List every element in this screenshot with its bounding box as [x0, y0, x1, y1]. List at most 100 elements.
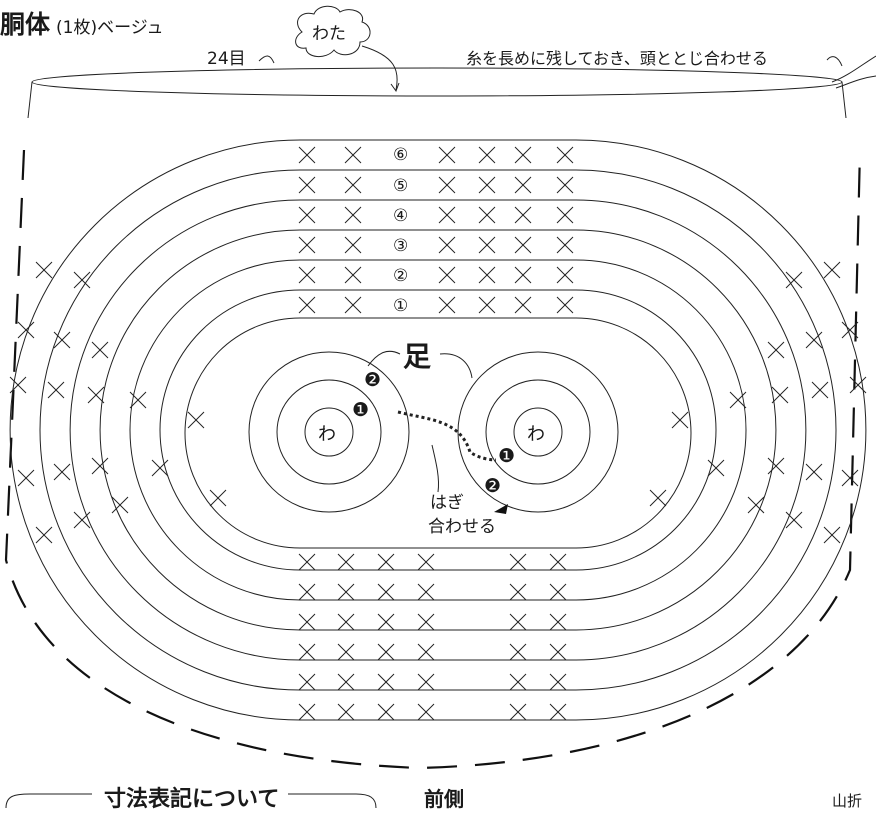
- single-crochet-mark: [344, 176, 362, 194]
- single-crochet-mark: [514, 176, 532, 194]
- single-crochet-mark: [509, 703, 527, 721]
- single-crochet-mark: [377, 673, 395, 691]
- single-crochet-mark: [377, 703, 395, 721]
- join-leader: [431, 444, 439, 493]
- single-crochet-mark: [805, 463, 823, 481]
- cloud-arrow: [361, 45, 398, 91]
- single-crochet-mark: [514, 146, 532, 164]
- single-crochet-mark: [53, 463, 71, 481]
- single-crochet-mark: [344, 236, 362, 254]
- single-crochet-mark: [514, 266, 532, 284]
- single-crochet-mark: [514, 236, 532, 254]
- right-leg-circles: [457, 351, 619, 513]
- single-crochet-mark: [209, 489, 227, 507]
- single-crochet-mark: [841, 469, 859, 487]
- round-outline: [184, 317, 692, 549]
- stitch-marks: [9, 146, 867, 721]
- single-crochet-mark: [438, 206, 456, 224]
- single-crochet-mark: [823, 261, 841, 279]
- top-right-edge: [841, 81, 847, 119]
- single-crochet-mark: [344, 206, 362, 224]
- single-crochet-mark: [91, 341, 109, 359]
- single-crochet-mark: [514, 206, 532, 224]
- single-crochet-mark: [671, 411, 689, 429]
- single-crochet-mark: [478, 266, 496, 284]
- single-crochet-mark: [337, 553, 355, 571]
- single-crochet-mark: [298, 266, 316, 284]
- single-crochet-mark: [805, 331, 823, 349]
- single-crochet-mark: [417, 553, 435, 571]
- round-outline: [39, 169, 837, 691]
- single-crochet-mark: [298, 176, 316, 194]
- single-crochet-mark: [785, 271, 803, 289]
- single-crochet-mark: [478, 236, 496, 254]
- right-marker-1: ❶: [498, 445, 515, 467]
- dimension-box-title: 寸法表記について: [104, 786, 279, 810]
- single-crochet-mark: [509, 553, 527, 571]
- round-number-3: ③: [393, 236, 408, 256]
- title-sub: (1枚)ベージュ: [56, 18, 164, 38]
- left-leg-circles: [248, 351, 410, 513]
- single-crochet-mark: [478, 146, 496, 164]
- single-crochet-mark: [298, 613, 316, 631]
- round-outline: [69, 199, 807, 661]
- leg-label: 足: [403, 340, 431, 373]
- single-crochet-mark: [438, 266, 456, 284]
- single-crochet-mark: [438, 296, 456, 314]
- single-crochet-mark: [438, 146, 456, 164]
- stitch-count-leader: [258, 55, 275, 64]
- fold-label: 山折: [832, 792, 862, 810]
- single-crochet-mark: [478, 206, 496, 224]
- single-crochet-mark: [298, 583, 316, 601]
- right-ring-label: わ: [527, 424, 545, 445]
- single-crochet-mark: [811, 381, 829, 399]
- single-crochet-mark: [747, 496, 765, 514]
- single-crochet-mark: [344, 146, 362, 164]
- single-crochet-mark: [298, 673, 316, 691]
- cloud-shape: [295, 5, 371, 57]
- single-crochet-mark: [771, 386, 789, 404]
- single-crochet-mark: [298, 296, 316, 314]
- single-crochet-mark: [17, 469, 35, 487]
- single-crochet-mark: [377, 553, 395, 571]
- round-outline: [9, 139, 867, 721]
- single-crochet-mark: [549, 613, 567, 631]
- single-crochet-mark: [129, 391, 147, 409]
- round-number-2: ②: [393, 266, 408, 286]
- single-crochet-mark: [417, 643, 435, 661]
- single-crochet-mark: [151, 459, 169, 477]
- round-outline: [159, 289, 717, 571]
- single-crochet-mark: [298, 553, 316, 571]
- yarn-note: 糸を長めに残しておき、頭ととじ合わせる: [466, 49, 768, 68]
- single-crochet-mark: [53, 331, 71, 349]
- right-marker-2: ❷: [484, 475, 501, 497]
- single-crochet-mark: [377, 583, 395, 601]
- left-marker-1: ❶: [352, 399, 369, 421]
- single-crochet-mark: [729, 391, 747, 409]
- round-number-5: ⑤: [393, 176, 408, 196]
- round-number-6: ⑥: [393, 145, 408, 165]
- single-crochet-mark: [556, 206, 574, 224]
- single-crochet-mark: [91, 457, 109, 475]
- single-crochet-mark: [298, 206, 316, 224]
- single-crochet-mark: [509, 583, 527, 601]
- single-crochet-mark: [377, 643, 395, 661]
- leg-leader-right: [439, 353, 473, 379]
- single-crochet-mark: [556, 146, 574, 164]
- single-crochet-mark: [556, 176, 574, 194]
- cloud-arrow-head: [390, 82, 400, 93]
- single-crochet-mark: [478, 296, 496, 314]
- left-ring-label: わ: [318, 424, 336, 445]
- join-label-line1: はぎ: [430, 493, 464, 513]
- single-crochet-mark: [111, 496, 129, 514]
- single-crochet-mark: [549, 673, 567, 691]
- yarn-tail-2: [835, 75, 876, 89]
- round-outline: [99, 229, 777, 631]
- single-crochet-mark: [549, 643, 567, 661]
- round-number-4: ④: [393, 206, 408, 226]
- single-crochet-mark: [417, 613, 435, 631]
- single-crochet-mark: [438, 236, 456, 254]
- leg-leader-left: [367, 350, 401, 367]
- single-crochet-mark: [9, 376, 27, 394]
- single-crochet-mark: [417, 583, 435, 601]
